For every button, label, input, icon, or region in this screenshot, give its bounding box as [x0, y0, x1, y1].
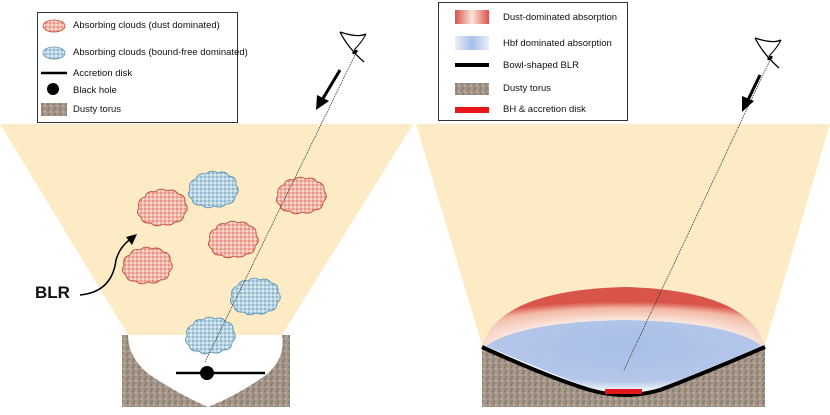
black-line-icon [41, 71, 67, 75]
observer-arrow-left [320, 69, 342, 101]
emission-cone [0, 124, 413, 335]
dust-cloud [121, 246, 173, 285]
emission-cone-right [416, 124, 830, 345]
dust-cloud [136, 188, 188, 227]
bound-free-cloud [229, 277, 281, 316]
right-panel [416, 37, 830, 407]
legend-label-bh-accretion: BH & accretion disk [503, 104, 586, 115]
observer-arrow-right [746, 74, 762, 101]
red-dotted-cloud-icon [42, 19, 66, 33]
observer-eye-icon [339, 31, 367, 63]
legend-label-bowl-blr: Bowl-shaped BLR [503, 60, 580, 71]
left-panel [0, 31, 413, 407]
bound-free-cloud [184, 316, 236, 355]
legend-right: Dust-dominated absorption Hbf dominated … [438, 2, 628, 121]
absorbing-clouds [121, 170, 327, 355]
dusty-torus-right [208, 335, 290, 407]
blue-dotted-cloud-icon [42, 46, 66, 60]
hbf-dominated-region [486, 320, 762, 394]
thick-black-line-icon [455, 63, 489, 67]
black-hole [200, 366, 214, 380]
legend-label-hbf-absorption: Hbf dominated absorption [503, 38, 612, 49]
dusty-texture-icon [41, 103, 67, 116]
red-gradient-icon [455, 10, 489, 24]
legend-label-dust-absorption: Dust-dominated absorption [503, 12, 618, 23]
blue-gradient-icon [455, 36, 489, 50]
dust-cloud [207, 220, 259, 259]
dusty-texture-right-icon [455, 83, 489, 95]
legend-label-dusty-torus-right: Dusty torus [503, 83, 552, 94]
line-of-sight-right [623, 59, 771, 371]
legend-label-bf-clouds: Absorbing clouds (bound-free dominated) [73, 47, 248, 58]
observer-eye-right-icon [754, 37, 782, 69]
dusty-torus-left [122, 335, 208, 407]
legend-label-accretion-disk: Accretion disk [73, 68, 133, 79]
line-of-sight-left [204, 54, 356, 363]
legend-left: Absorbing clouds (dust dominated) Absorb… [37, 12, 248, 123]
dusty-torus-right-panel [482, 347, 765, 407]
blr-label: BLR [35, 283, 70, 302]
dust-cloud [275, 176, 327, 215]
bh-accretion-disk-bar [605, 389, 642, 394]
blr-pointer-arrow [79, 237, 133, 296]
black-dot-icon [47, 83, 59, 95]
legend-label-black-hole: Black hole [73, 85, 117, 96]
red-bar-icon [455, 107, 489, 113]
bound-free-cloud [187, 170, 239, 209]
arrowhead-right [742, 96, 754, 112]
legend-label-dusty-torus: Dusty torus [73, 104, 122, 115]
arrowhead-left [316, 95, 329, 110]
legend-label-dust-clouds: Absorbing clouds (dust dominated) [73, 20, 220, 31]
blr-arrowhead [126, 234, 137, 245]
bowl-shaped-blr [481, 345, 766, 397]
